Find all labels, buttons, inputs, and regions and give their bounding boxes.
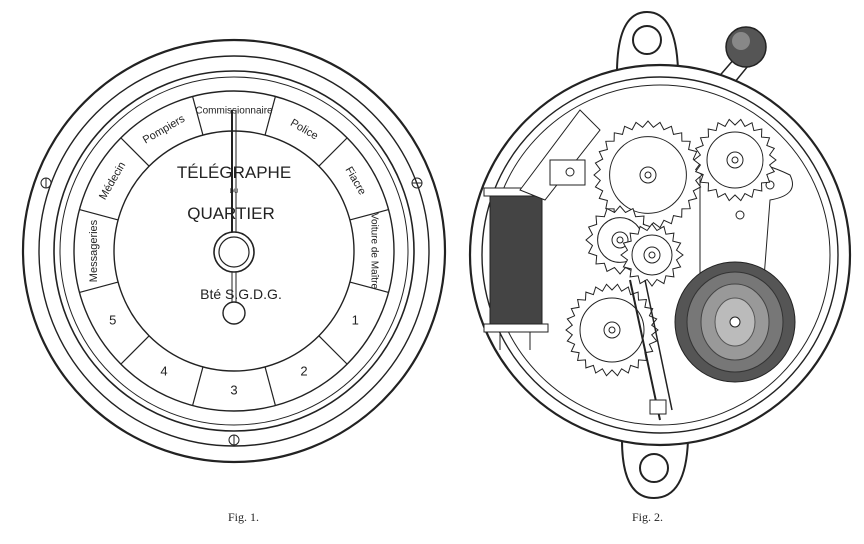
gear xyxy=(693,118,777,202)
segment-divider xyxy=(79,281,119,293)
segment-divider xyxy=(318,335,348,365)
outer-casing xyxy=(21,38,447,464)
segment-ring-outer xyxy=(73,90,395,412)
segment-label: Police xyxy=(288,117,320,142)
segment-divider xyxy=(349,209,389,221)
bell xyxy=(674,261,796,383)
segment-divider xyxy=(192,366,204,406)
fig1-caption: Fig. 1. xyxy=(228,510,260,524)
gear-train xyxy=(565,118,777,377)
knob xyxy=(714,26,767,89)
dial-title-line3: QUARTIER xyxy=(187,204,275,223)
case-inner xyxy=(481,76,839,434)
segment-label: 2 xyxy=(300,364,307,379)
segment-divider xyxy=(349,281,389,293)
screw-icon xyxy=(228,434,240,446)
gear xyxy=(620,223,684,287)
dial-title-line1: TÉLÉGRAPHE xyxy=(177,163,291,182)
segment-divider xyxy=(264,96,276,136)
dial-face xyxy=(113,130,355,372)
segment-label: Fiacre xyxy=(342,165,368,197)
segment-label: 5 xyxy=(109,312,116,327)
segment-label: Voiture de Maître xyxy=(368,213,379,290)
segment-label: Médecin xyxy=(97,160,128,202)
fig2-caption: Fig. 2. xyxy=(632,510,664,524)
segment-label: 4 xyxy=(160,364,167,379)
gear xyxy=(593,120,703,230)
segment-divider xyxy=(79,209,119,221)
screw-icon xyxy=(40,177,52,189)
segment-divider xyxy=(264,366,276,406)
screw-icon xyxy=(411,177,423,189)
segment-label: Messageries xyxy=(88,219,100,282)
top-lug xyxy=(616,10,679,71)
segment-label: 3 xyxy=(230,382,237,397)
segment-divider xyxy=(318,137,348,167)
segment-divider xyxy=(120,335,150,365)
segment-divider xyxy=(120,137,150,167)
fig2-mechanism xyxy=(468,10,852,500)
dial-title-line2: DU xyxy=(230,189,239,195)
electromagnet-coil xyxy=(483,187,549,350)
hammer-rod xyxy=(629,279,673,421)
segment-label: 1 xyxy=(352,312,359,327)
bezel-ring-inner xyxy=(53,70,415,432)
pointer-needle xyxy=(213,110,255,325)
segment-dividers xyxy=(79,96,389,406)
dial-patent: Bté S.G.D.G. xyxy=(200,286,282,302)
armature-lever xyxy=(519,109,601,201)
segment-label: Commissionnaire xyxy=(195,106,273,117)
bezel-ring xyxy=(38,55,430,447)
segment-divider xyxy=(192,96,204,136)
bottom-lug xyxy=(621,439,689,500)
bezel-ring-inner2 xyxy=(59,76,409,426)
segment-label: Pompiers xyxy=(141,113,188,147)
